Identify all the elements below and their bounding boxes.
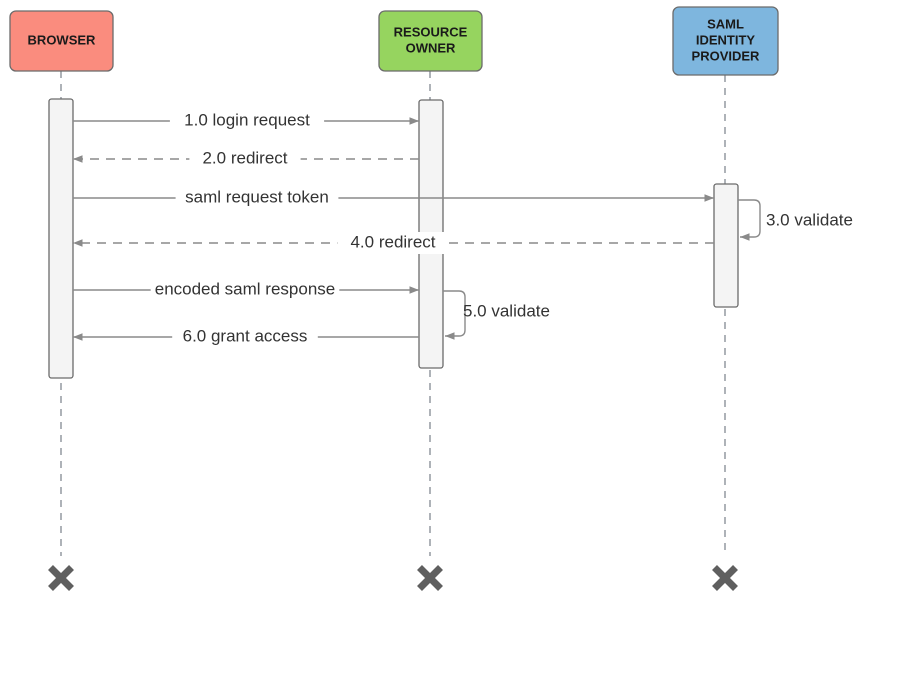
self-message-self-5: 5.0 validate: [443, 290, 550, 340]
self-message-path: [738, 199, 761, 241]
messages-group: 1.0 login request 2.0 redirect saml reques…: [73, 110, 714, 348]
message-label-backdrop: [172, 326, 318, 348]
message-label-backdrop: [169, 110, 325, 132]
terminator-stroke: [417, 565, 443, 591]
message-label-backdrop: [150, 279, 340, 301]
message-msg-2: 2.0 redirect: [73, 148, 419, 170]
message-label-backdrop: [175, 187, 339, 209]
activation-bar-browser: [48, 98, 74, 379]
message-label: 1.0 login request: [184, 110, 310, 129]
participant-label-saml-identity-provider: IDENTITY: [696, 32, 756, 47]
self-message-self-3: 3.0 validate: [738, 199, 853, 241]
participant-browser[interactable]: BROWSER: [9, 10, 114, 72]
terminator-browser: [48, 565, 74, 591]
self-message-label: 3.0 validate: [766, 210, 853, 229]
message-msg-saml-request-token: saml request token: [73, 187, 714, 209]
lifelines-group: [60, 71, 726, 556]
message-label: saml request token: [185, 187, 329, 206]
terminator-stroke: [712, 565, 738, 591]
self-messages-group: 3.0 validate 5.0 validate: [443, 199, 853, 340]
message-label: 6.0 grant access: [183, 326, 308, 345]
self-message-path: [443, 290, 466, 340]
participant-label-resource-owner: OWNER: [406, 40, 456, 55]
message-label: encoded saml response: [155, 279, 336, 298]
participant-label-browser: BROWSER: [28, 32, 97, 47]
participant-label-saml-identity-provider: SAML: [707, 16, 744, 31]
terminator-stroke: [48, 565, 74, 591]
terminators-group: [48, 565, 738, 591]
message-label-backdrop: [189, 148, 301, 170]
message-msg-1: 1.0 login request: [73, 110, 419, 132]
message-label: 2.0 redirect: [202, 148, 287, 167]
participant-box-resource-owner[interactable]: [378, 10, 483, 72]
message-msg-encoded-saml-response: encoded saml response: [73, 279, 419, 301]
activation-bar-saml-identity-provider: [713, 183, 739, 308]
message-msg-4: 4.0 redirect: [73, 232, 714, 254]
participant-label-saml-identity-provider: PROVIDER: [692, 48, 761, 63]
terminator-saml-identity-provider: [712, 565, 738, 591]
message-label-backdrop: [337, 232, 449, 254]
terminator-resource-owner: [417, 565, 443, 591]
participant-box-saml-identity-provider[interactable]: [672, 6, 779, 76]
participant-label-resource-owner: RESOURCE: [394, 24, 468, 39]
participant-box-browser[interactable]: [9, 10, 114, 72]
message-label: 4.0 redirect: [350, 232, 435, 251]
message-msg-6: 6.0 grant access: [73, 326, 419, 348]
self-message-label: 5.0 validate: [463, 301, 550, 320]
